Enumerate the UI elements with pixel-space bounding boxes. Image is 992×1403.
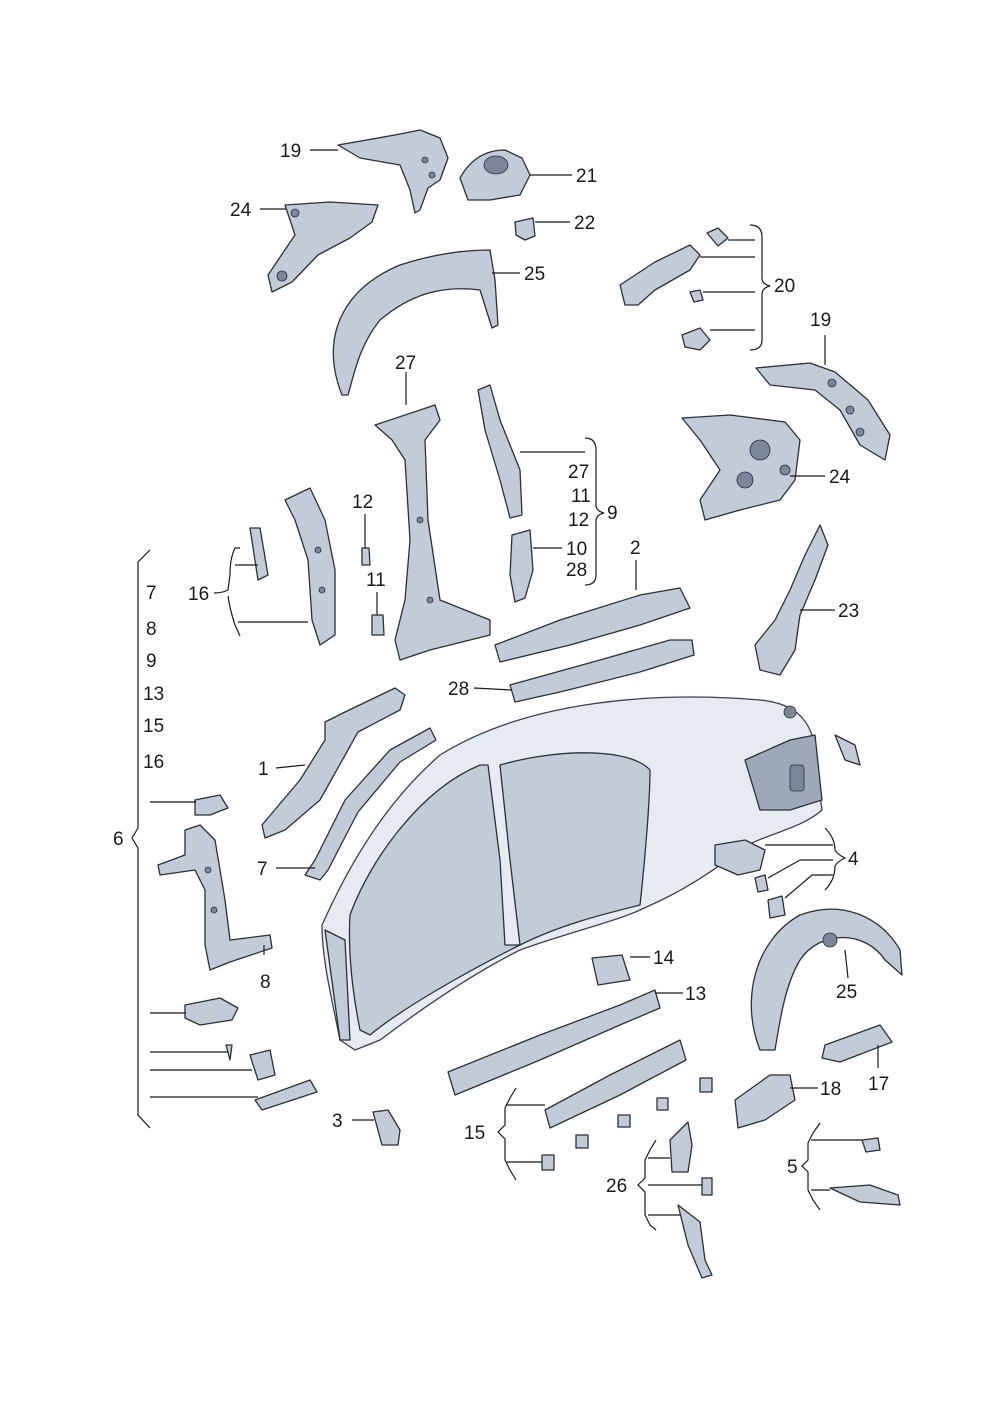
callout-6-list-9: 9 — [146, 651, 157, 672]
callout-25-top: 25 — [524, 264, 545, 285]
callout-9-list-11: 11 — [571, 486, 591, 507]
callout-6-list-16: 16 — [143, 752, 164, 773]
callout-6: 6 — [113, 829, 124, 850]
callout-6-list-13: 13 — [143, 684, 164, 705]
callout-21: 21 — [576, 166, 597, 187]
part-25-top[interactable] — [332, 249, 499, 396]
part-18[interactable] — [734, 1074, 796, 1129]
part-4-set[interactable] — [714, 839, 786, 919]
part-misc-6a[interactable] — [194, 794, 229, 816]
callout-26: 26 — [606, 1176, 627, 1197]
part-3[interactable] — [372, 1109, 401, 1146]
callout-9: 9 — [607, 503, 618, 524]
side-panel-assembly[interactable] — [321, 696, 861, 1051]
part-14[interactable] — [591, 954, 631, 986]
part-26-set[interactable] — [669, 1121, 713, 1279]
callout-17: 17 — [868, 1074, 889, 1095]
part-misc-6d[interactable] — [249, 1049, 276, 1081]
part-19-top[interactable] — [337, 129, 449, 214]
part-11-reinforcement[interactable] — [477, 384, 523, 519]
callout-18: 18 — [820, 1079, 841, 1100]
part-28-rail[interactable] — [509, 639, 695, 703]
callout-13: 13 — [685, 984, 706, 1005]
callout-5: 5 — [787, 1157, 798, 1178]
part-5-set[interactable] — [829, 1137, 901, 1206]
callout-8: 8 — [260, 972, 271, 993]
callout-24-top: 24 — [230, 200, 252, 221]
part-misc-6b[interactable] — [184, 997, 239, 1026]
callout-labels: 19 21 24 22 25 20 19 27 24 27 11 12 9 10… — [113, 141, 889, 1197]
part-13-rail[interactable] — [447, 989, 661, 1096]
callout-19-top: 19 — [280, 141, 301, 162]
part-8-pillar[interactable] — [157, 824, 273, 971]
part-23[interactable] — [754, 524, 829, 676]
part-1-pillar[interactable] — [261, 687, 406, 839]
callout-16: 16 — [188, 584, 209, 605]
callout-4: 4 — [848, 849, 859, 870]
callout-20: 20 — [774, 276, 795, 297]
callout-24-right: 24 — [829, 467, 851, 488]
callout-12: 12 — [352, 492, 373, 513]
callout-6-list-8: 8 — [146, 619, 157, 640]
callout-10: 10 — [566, 539, 587, 560]
callout-3: 3 — [332, 1111, 343, 1132]
part-10[interactable] — [509, 529, 534, 603]
part-22[interactable] — [514, 217, 536, 241]
part-27-pillar[interactable] — [374, 404, 491, 661]
callout-23: 23 — [838, 601, 859, 622]
callout-11: 11 — [366, 570, 386, 591]
part-2-rail[interactable] — [494, 587, 691, 663]
callout-14: 14 — [653, 948, 675, 969]
part-17[interactable] — [821, 1024, 893, 1063]
callout-9-list-28: 28 — [566, 560, 587, 581]
part-16-b[interactable] — [284, 487, 336, 646]
part-24-right[interactable] — [681, 414, 801, 521]
callout-25-right: 25 — [836, 982, 857, 1003]
callout-9-list-27: 27 — [568, 462, 589, 483]
part-11-small[interactable] — [371, 614, 385, 636]
callout-15: 15 — [464, 1123, 485, 1144]
part-misc-6e[interactable] — [254, 1079, 318, 1111]
callout-19-right: 19 — [810, 310, 831, 331]
part-12-small[interactable] — [361, 547, 371, 566]
callout-7: 7 — [257, 859, 268, 880]
part-19-right[interactable] — [755, 362, 891, 461]
part-16-a[interactable] — [249, 527, 269, 581]
callout-28: 28 — [448, 679, 469, 700]
callout-27-top: 27 — [395, 353, 416, 374]
callout-22: 22 — [574, 213, 595, 234]
part-15-rail[interactable] — [544, 1039, 687, 1129]
callout-6-list-7: 7 — [146, 583, 157, 604]
leader-lines — [131, 149, 879, 1231]
callout-9-list-12: 12 — [568, 510, 589, 531]
part-24-top[interactable] — [267, 201, 379, 293]
callout-1: 1 — [258, 759, 269, 780]
part-25-right[interactable] — [750, 908, 903, 1051]
part-21[interactable] — [459, 149, 531, 201]
callout-6-list-15: 15 — [143, 716, 164, 737]
part-7-pillar[interactable] — [304, 727, 437, 881]
part-15-clips[interactable] — [541, 1077, 713, 1171]
part-20-set[interactable] — [619, 227, 729, 351]
callout-2: 2 — [630, 538, 641, 559]
